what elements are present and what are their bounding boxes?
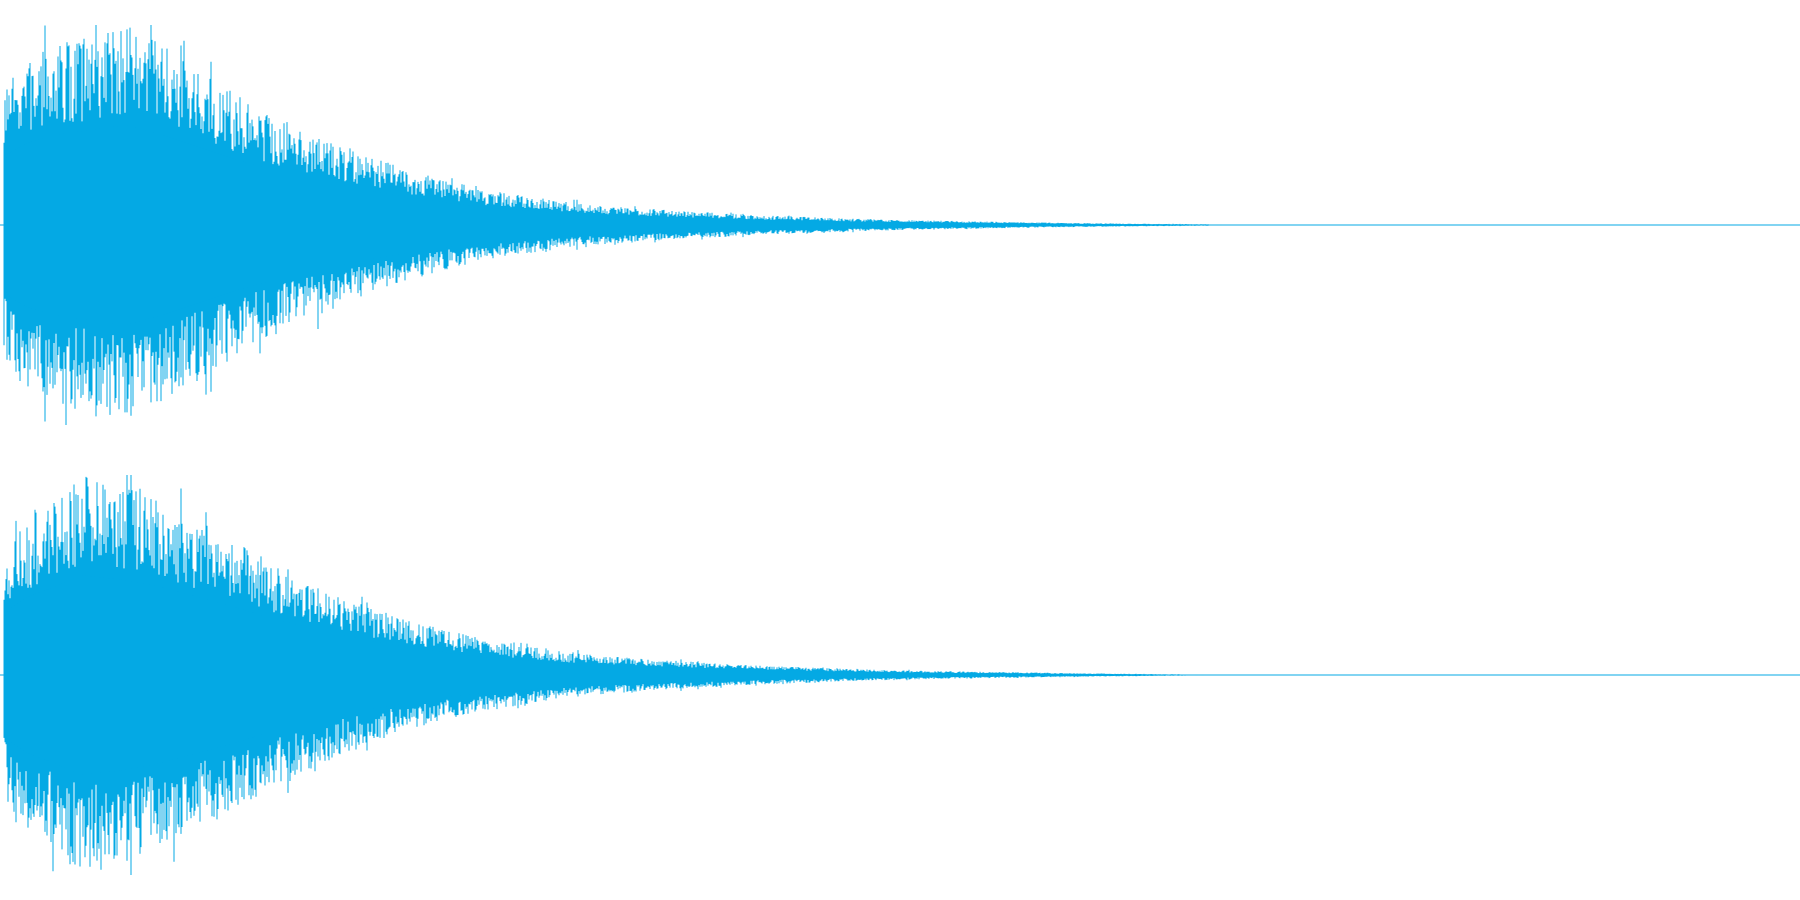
waveform-right-svg [0,475,1800,875]
waveform-channel-left[interactable] [0,0,1800,450]
waveform-channel-right[interactable] [0,450,1800,900]
waveform-right-core [4,575,1798,775]
waveform-left-core [4,125,1798,325]
waveform-left-svg [0,25,1800,425]
